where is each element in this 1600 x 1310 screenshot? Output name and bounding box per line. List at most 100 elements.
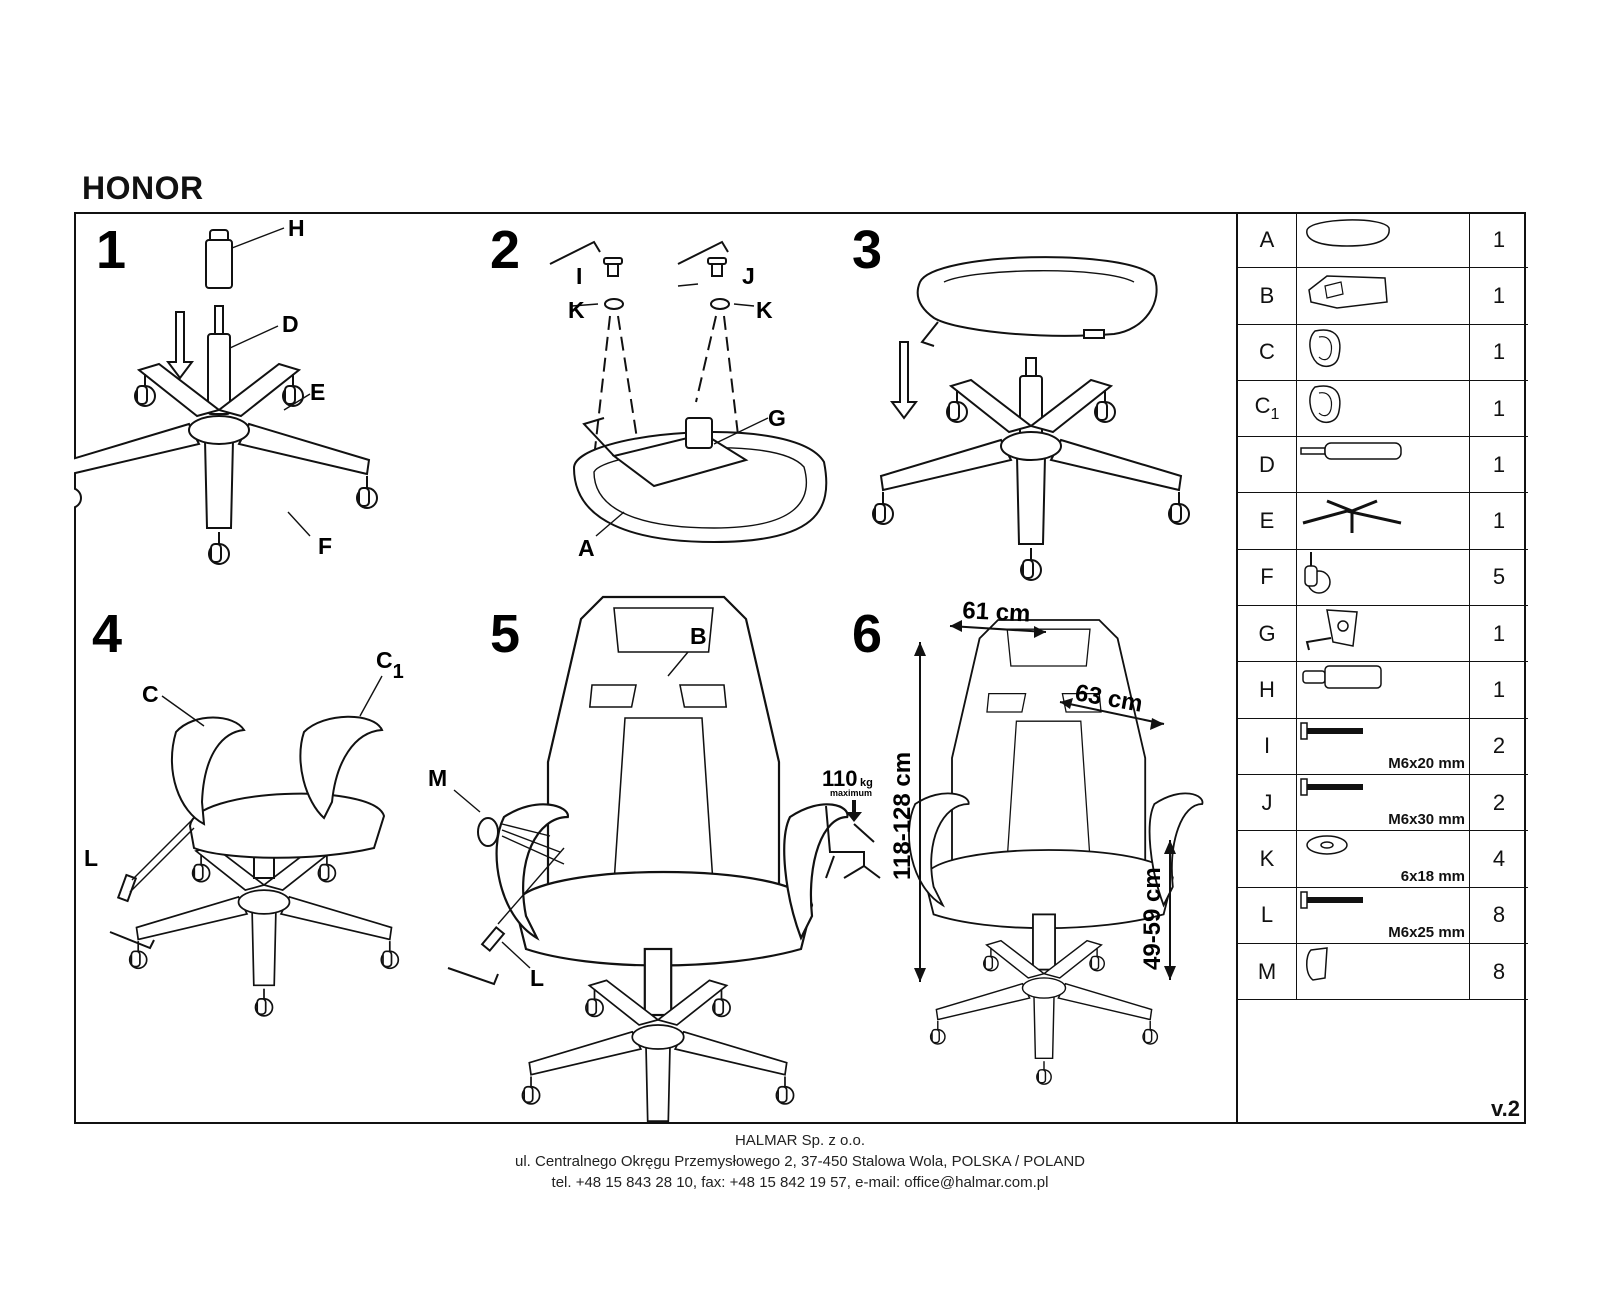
part-quantity: 1	[1469, 436, 1528, 494]
svg-text:maximum: maximum	[830, 788, 872, 798]
part-label-b: B	[690, 623, 707, 649]
load-limit-badge: 110 kg maximum	[822, 766, 881, 879]
part-image	[1296, 379, 1470, 438]
step-1-diagram	[74, 227, 377, 564]
assembly-diagrams: 1 H D E F 2	[74, 212, 1236, 1124]
part-id: I	[1238, 717, 1297, 775]
svg-text:kg: kg	[860, 777, 873, 789]
part-image	[1296, 323, 1470, 381]
part-id: M	[1238, 942, 1297, 1001]
part-label-e: E	[310, 379, 325, 405]
part-id: K	[1238, 830, 1297, 888]
part-quantity: 1	[1469, 492, 1528, 550]
part-label-f: F	[318, 533, 332, 559]
step-number: 5	[490, 604, 520, 664]
part-id: A	[1238, 212, 1297, 269]
step-number: 2	[490, 220, 520, 280]
part-id: J	[1238, 773, 1297, 832]
footer: HALMAR Sp. z o.o. ul. Centralnego Okręgu…	[0, 1130, 1600, 1193]
part-id: H	[1238, 661, 1297, 719]
part-image	[1296, 661, 1470, 719]
part-id: D	[1238, 436, 1297, 494]
document-title: HONOR	[82, 170, 204, 206]
step-5-diagram	[497, 597, 848, 1124]
part-quantity: 1	[1469, 323, 1528, 381]
part-label-c1: C1	[376, 647, 404, 683]
part-id: E	[1238, 492, 1297, 550]
part-image: 6x18 mm	[1296, 830, 1470, 888]
part-size: M6x20 mm	[1388, 754, 1465, 772]
part-quantity: 4	[1469, 830, 1528, 888]
part-size: M6x30 mm	[1388, 811, 1465, 829]
part-quantity: 1	[1469, 212, 1528, 269]
part-image	[1296, 436, 1470, 494]
dimension-height: 118-128 cm	[889, 752, 916, 880]
part-quantity: 8	[1469, 942, 1528, 1001]
dimension-seat-height: 49-59 cm	[1139, 867, 1166, 970]
part-id: B	[1238, 267, 1297, 325]
part-quantity: 1	[1469, 267, 1528, 325]
part-quantity: 8	[1469, 886, 1528, 944]
part-image	[1296, 605, 1470, 663]
part-quantity: 5	[1469, 548, 1528, 607]
dimension-width: 61 cm	[962, 597, 1031, 628]
part-id: F	[1238, 548, 1297, 607]
part-label-c: C	[142, 681, 159, 707]
part-image	[1296, 492, 1470, 550]
part-image	[1296, 212, 1470, 269]
part-quantity: 2	[1469, 717, 1528, 775]
step-4-diagram	[109, 675, 398, 1016]
part-image	[1296, 267, 1470, 325]
part-quantity: 1	[1469, 379, 1528, 438]
step-6-diagram	[909, 620, 1202, 1084]
part-label-m: M	[428, 765, 447, 791]
part-image: M6x25 mm	[1296, 886, 1470, 944]
part-quantity: 1	[1469, 661, 1528, 719]
part-id: C1	[1238, 379, 1297, 438]
part-image: M6x20 mm	[1296, 717, 1470, 775]
part-label-k: K	[568, 297, 585, 323]
part-label-l: L	[84, 845, 98, 871]
version-label: v.2	[1491, 1096, 1520, 1121]
part-label-d: D	[282, 311, 299, 337]
svg-text:110: 110	[822, 766, 858, 791]
part-quantity: 2	[1469, 773, 1528, 832]
part-label-i: I	[576, 263, 582, 289]
part-label-j: J	[742, 263, 755, 289]
footer-company: HALMAR Sp. z o.o.	[734, 1132, 866, 1149]
dimension-arrows	[914, 620, 1176, 982]
footer-contact: tel. +48 15 843 28 10, fax: +48 15 842 1…	[551, 1174, 1049, 1191]
step-number: 6	[852, 604, 882, 664]
part-label-h: H	[288, 215, 305, 241]
part-label-k: K	[756, 297, 773, 323]
step-2-diagram	[549, 240, 828, 544]
part-quantity: 1	[1469, 605, 1528, 663]
part-image	[1296, 942, 1470, 1001]
part-size: M6x25 mm	[1388, 923, 1465, 941]
step-number: 1	[96, 220, 126, 280]
part-id: C	[1238, 323, 1297, 381]
step-number: 4	[92, 604, 122, 664]
part-label-a: A	[578, 535, 595, 561]
part-size: 6x18 mm	[1400, 867, 1465, 885]
step-number: 3	[852, 220, 882, 280]
step-3-diagram	[873, 256, 1189, 580]
part-image	[1296, 548, 1470, 607]
part-label-g: G	[768, 405, 786, 431]
part-image: M6x30 mm	[1296, 773, 1470, 832]
part-id: G	[1238, 605, 1297, 663]
